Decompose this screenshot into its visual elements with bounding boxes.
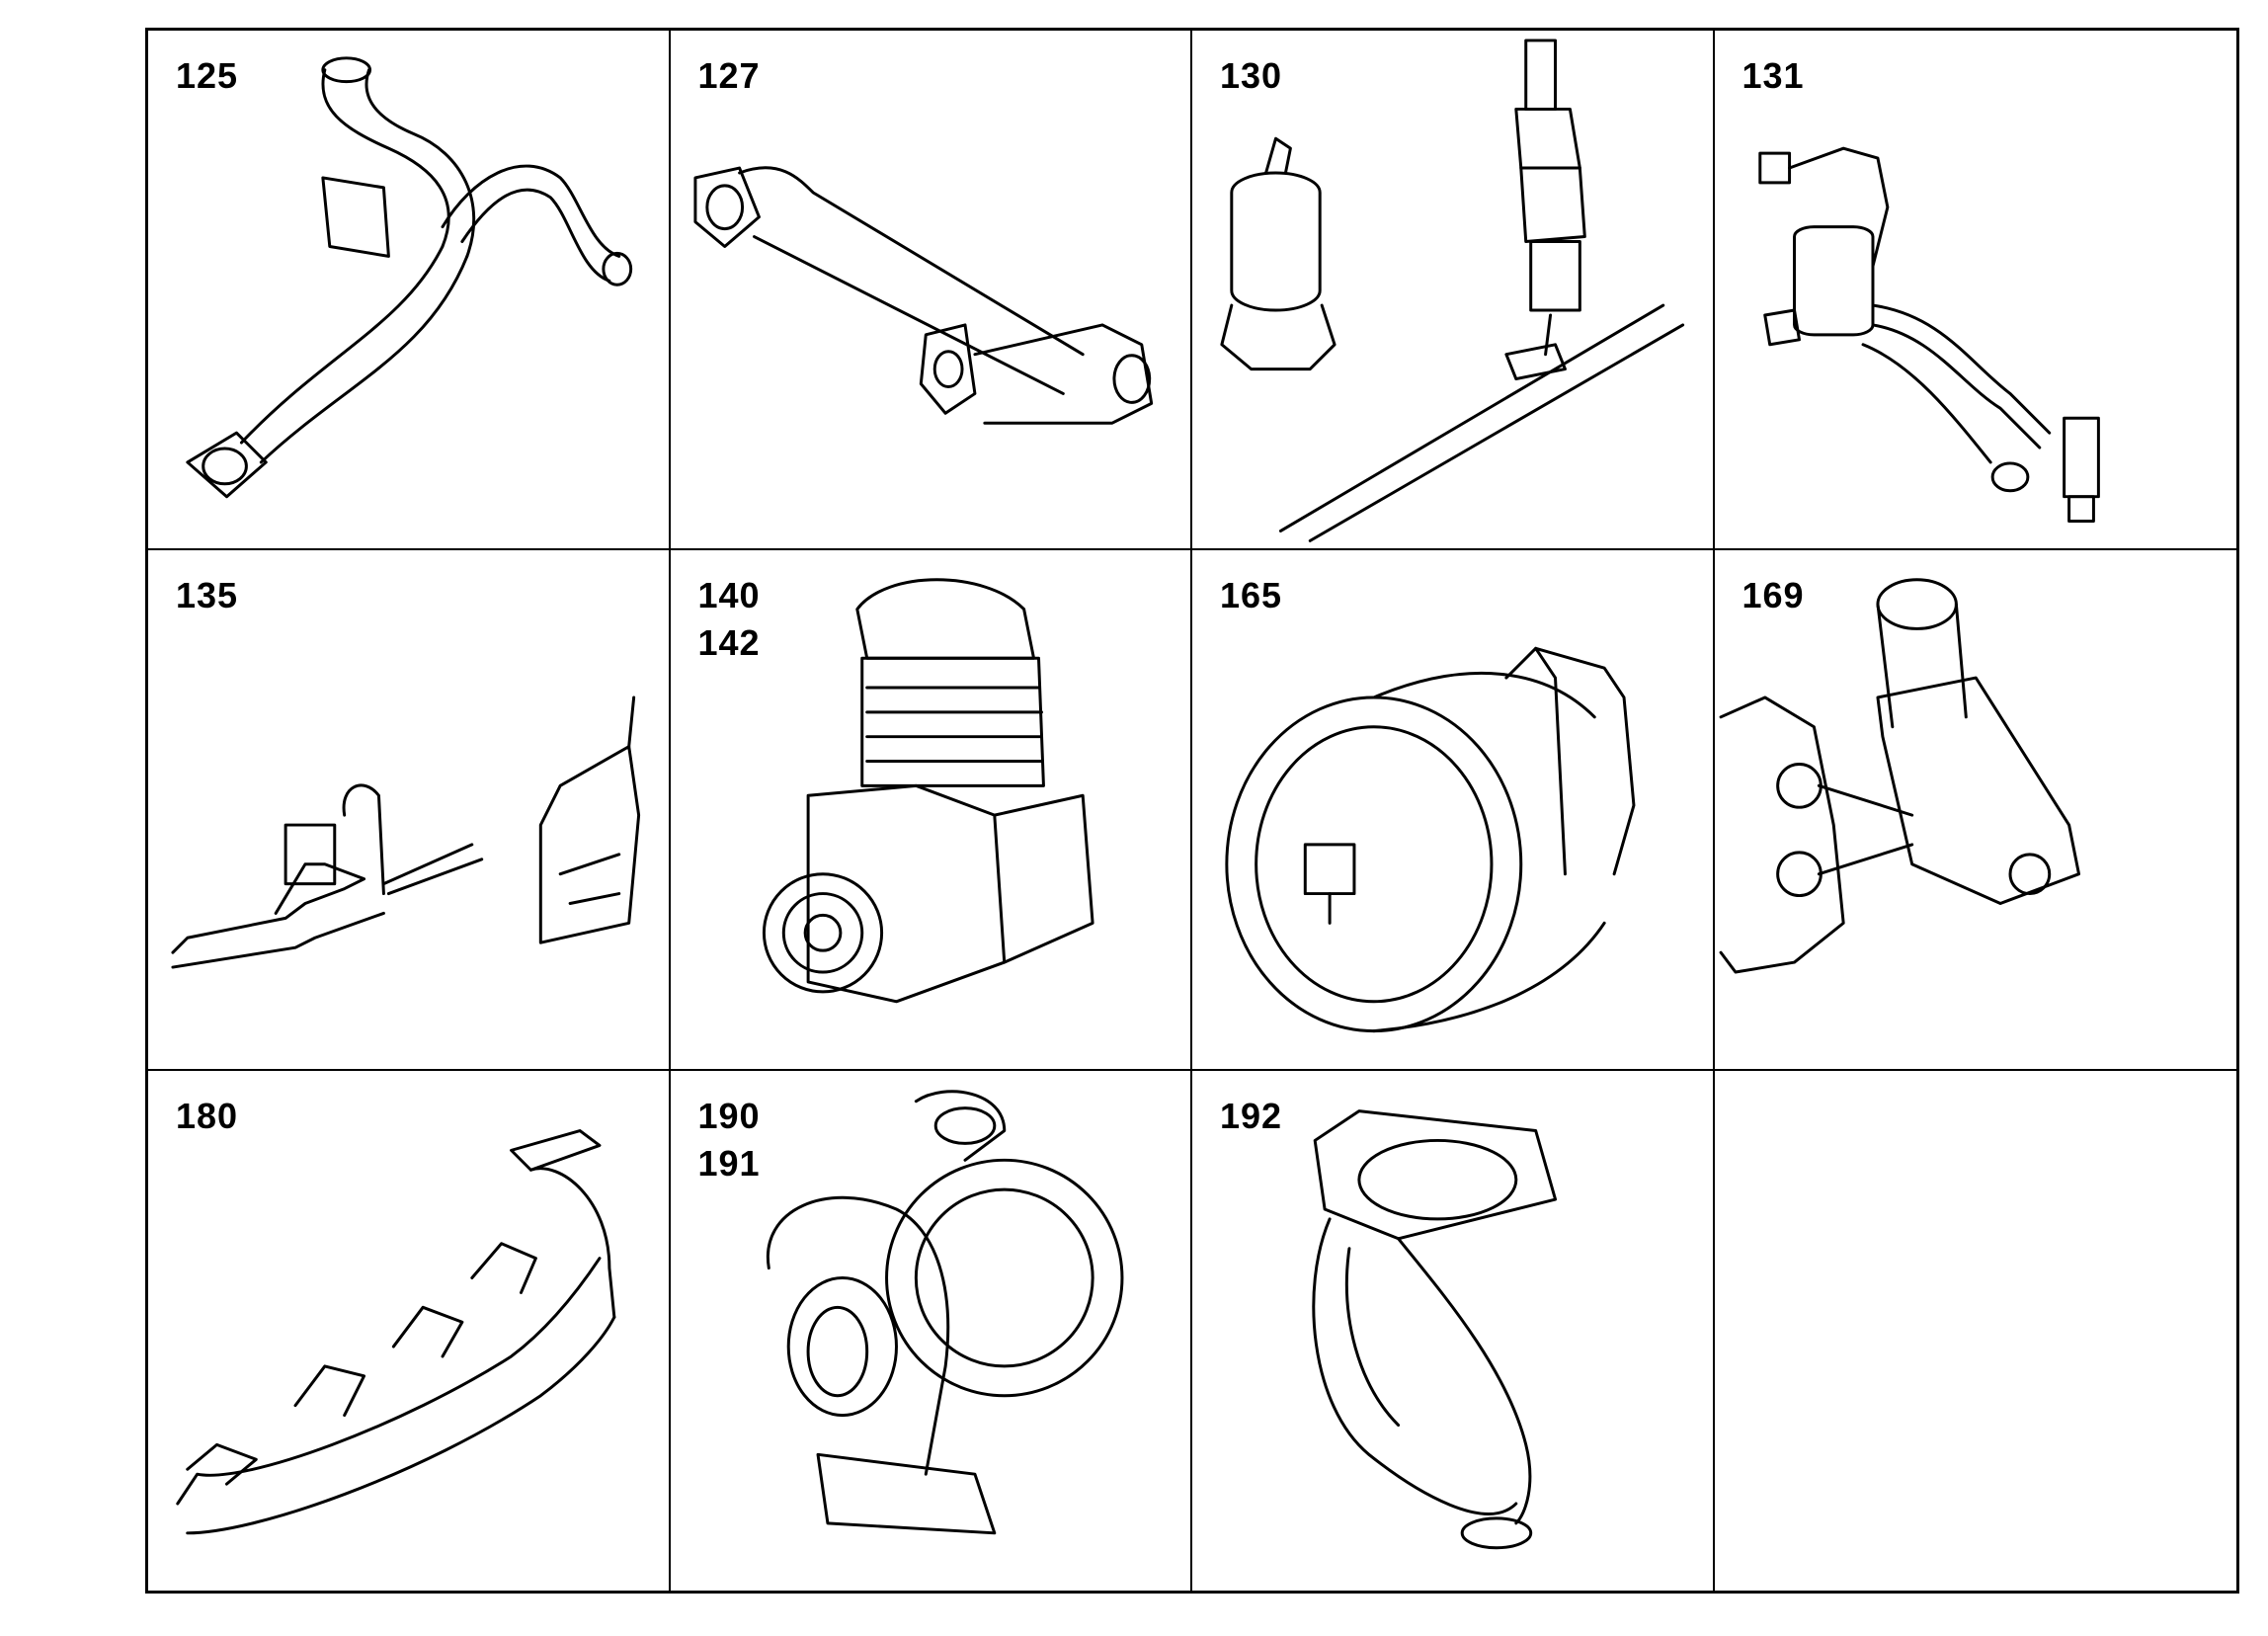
part-cell-165[interactable]: 165 xyxy=(1192,550,1715,1071)
part-number-label: 190 191 xyxy=(697,1095,761,1184)
part-cell-135[interactable]: 135 xyxy=(148,550,671,1071)
empty-cell xyxy=(1715,1071,2237,1591)
fan-clutch-icon xyxy=(1225,647,1636,1033)
part-number-label: 165 xyxy=(1220,575,1283,616)
glow-plug-solenoid-icon xyxy=(1220,39,1685,542)
part-cell-130[interactable]: 130 xyxy=(1192,31,1715,551)
fuel-line-valve-icon xyxy=(1757,146,2100,524)
part-number-label: 127 xyxy=(697,55,761,96)
part-cell-140-142[interactable]: 140 142 xyxy=(670,550,1192,1071)
flanged-pipe-icon xyxy=(692,166,1153,425)
part-number-label: 169 xyxy=(1742,575,1805,616)
exhaust-pipe-y-icon xyxy=(186,56,633,499)
part-number-label: 192 xyxy=(1220,1095,1283,1136)
part-cell-192[interactable]: 192 xyxy=(1192,1070,1715,1591)
parts-catalog-grid: 125 127 130 xyxy=(145,28,2239,1594)
part-number-label: 180 xyxy=(176,1095,239,1136)
part-cell-190-191[interactable]: 190 191 xyxy=(671,1070,1192,1591)
linkage-injection-pump-icon xyxy=(171,695,641,969)
part-number-label: 130 xyxy=(1220,55,1283,96)
part-cell-125[interactable]: 125 xyxy=(148,31,671,551)
part-number-label: 125 xyxy=(176,55,239,96)
part-number-label: 131 xyxy=(1742,55,1805,96)
part-number-label: 140 142 xyxy=(697,575,761,664)
air-compressor-icon xyxy=(762,578,1094,1004)
part-cell-180[interactable]: 180 xyxy=(148,1070,671,1591)
part-cell-127[interactable]: 127 xyxy=(670,31,1192,551)
part-number-label: 135 xyxy=(176,575,239,616)
part-cell-169[interactable]: 169 xyxy=(1714,550,2236,1071)
part-cell-131[interactable]: 131 xyxy=(1714,31,2236,551)
thermostat-housing-icon xyxy=(1719,578,2080,974)
turbocharger-icon xyxy=(766,1089,1123,1534)
exhaust-elbow-icon xyxy=(1312,1108,1558,1549)
exhaust-manifold-icon xyxy=(176,1128,616,1534)
